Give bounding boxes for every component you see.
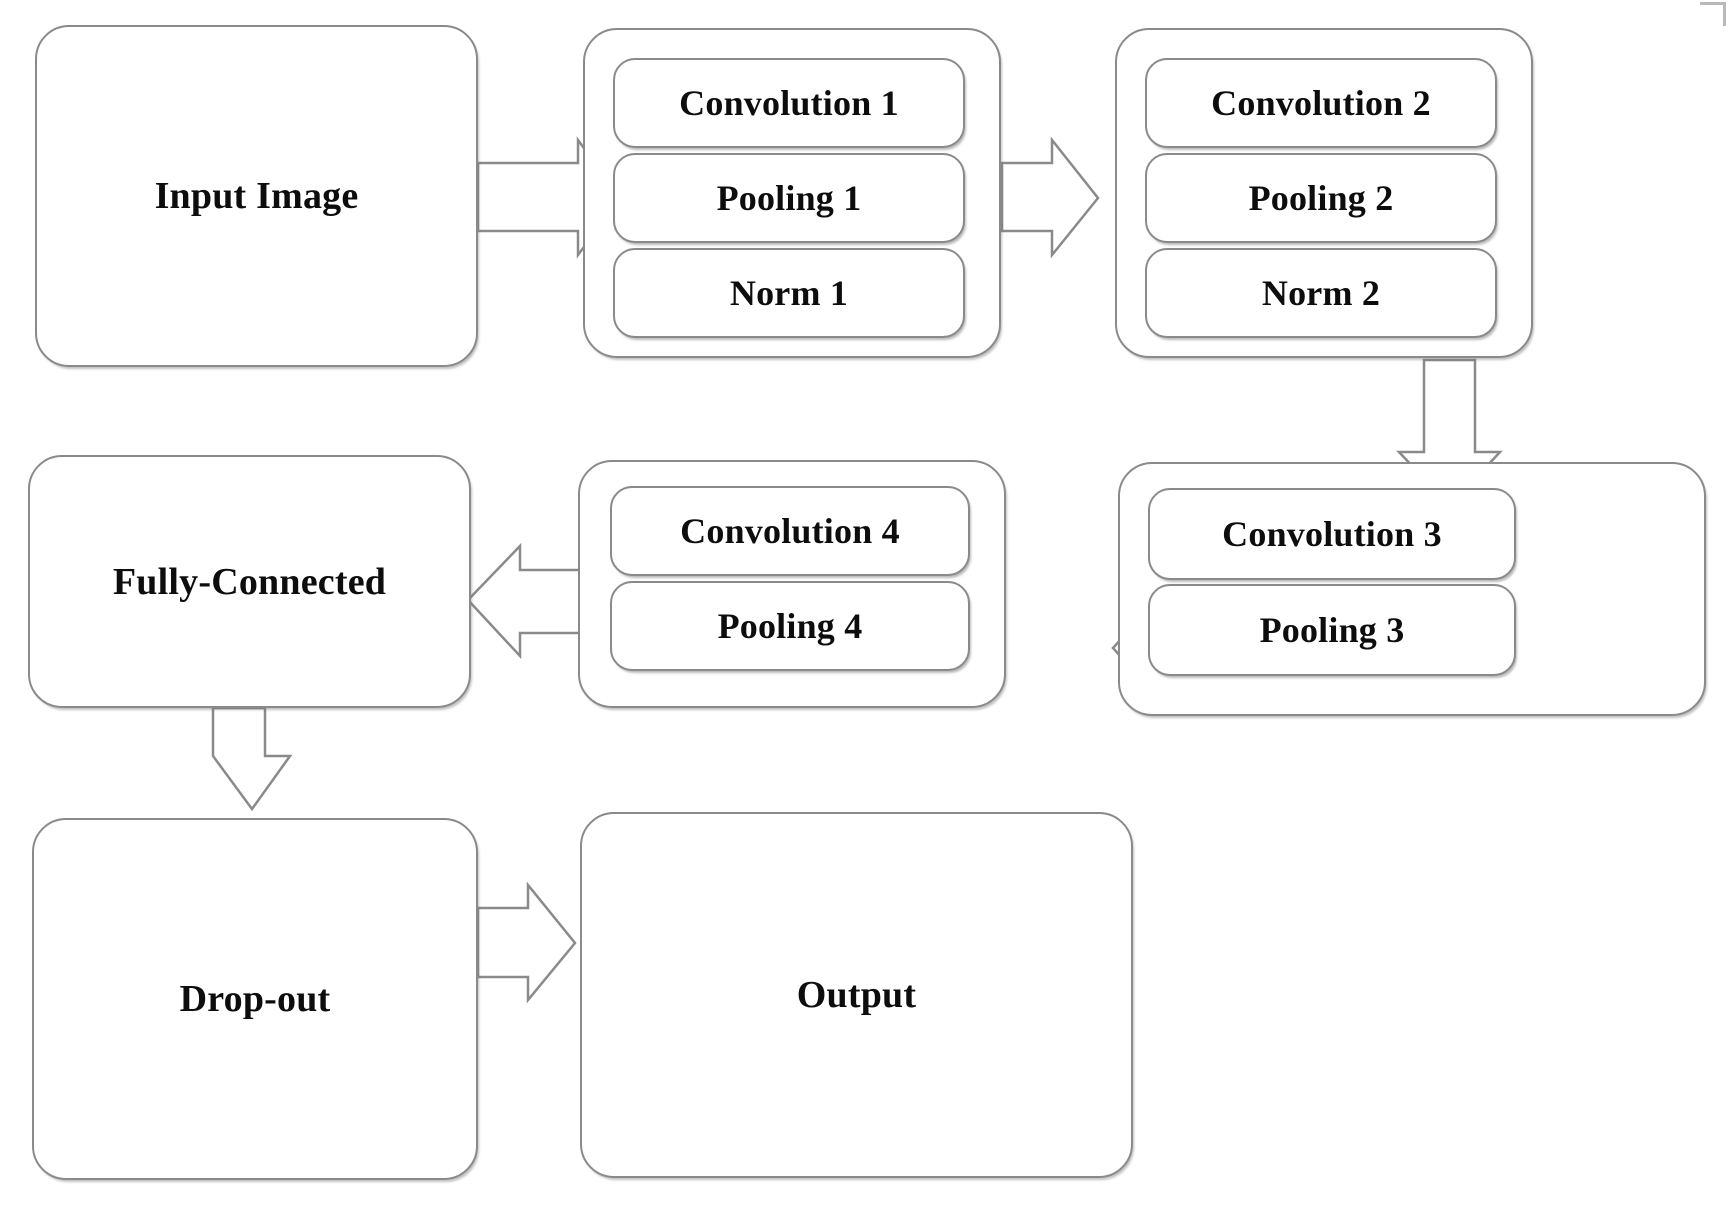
- node-input-image[interactable]: Input Image: [35, 25, 478, 367]
- group-block-1[interactable]: Convolution 1 Pooling 1 Norm 1: [583, 28, 1001, 358]
- group-block-3[interactable]: Convolution 3 Pooling 3: [1118, 462, 1706, 716]
- sub-box-pooling-3[interactable]: Pooling 3: [1148, 584, 1516, 676]
- node-fully-connected[interactable]: Fully-Connected: [28, 455, 471, 708]
- corner-artifact-mark: [1700, 2, 1726, 26]
- sub-box-convolution-3[interactable]: Convolution 3: [1148, 488, 1516, 580]
- sub-box-convolution-4-label: Convolution 4: [680, 511, 900, 551]
- sub-box-pooling-2[interactable]: Pooling 2: [1145, 153, 1497, 243]
- node-output[interactable]: Output: [580, 812, 1133, 1178]
- node-drop-out[interactable]: Drop-out: [32, 818, 478, 1180]
- sub-box-norm-2-label: Norm 2: [1261, 273, 1381, 313]
- sub-box-pooling-1[interactable]: Pooling 1: [613, 153, 965, 243]
- group-block-4[interactable]: Convolution 4 Pooling 4: [578, 460, 1006, 708]
- node-fully-connected-label: Fully-Connected: [112, 560, 387, 603]
- sub-box-convolution-1[interactable]: Convolution 1: [613, 58, 965, 148]
- sub-box-norm-1[interactable]: Norm 1: [613, 248, 965, 338]
- sub-box-convolution-2-label: Convolution 2: [1211, 83, 1431, 123]
- sub-box-pooling-4-label: Pooling 4: [717, 606, 863, 646]
- sub-box-norm-2[interactable]: Norm 2: [1145, 248, 1497, 338]
- sub-box-convolution-4[interactable]: Convolution 4: [610, 486, 970, 576]
- group-block-2[interactable]: Convolution 2 Pooling 2 Norm 2: [1115, 28, 1533, 358]
- arrow-block1-to-block2: [1000, 136, 1100, 259]
- node-output-label: Output: [796, 974, 917, 1016]
- node-input-image-label: Input Image: [154, 175, 359, 217]
- sub-box-pooling-3-label: Pooling 3: [1259, 610, 1405, 650]
- sub-box-convolution-3-label: Convolution 3: [1222, 514, 1442, 554]
- sub-box-norm-1-label: Norm 1: [729, 273, 849, 313]
- sub-box-pooling-4[interactable]: Pooling 4: [610, 581, 970, 671]
- sub-box-pooling-2-label: Pooling 2: [1248, 178, 1394, 218]
- sub-box-pooling-1-label: Pooling 1: [716, 178, 862, 218]
- arrow-fullyconnected-to-dropout: [211, 706, 293, 812]
- sub-box-convolution-1-label: Convolution 1: [679, 83, 899, 123]
- sub-box-convolution-2[interactable]: Convolution 2: [1145, 58, 1497, 148]
- arrow-dropout-to-output: [476, 881, 577, 1004]
- node-drop-out-label: Drop-out: [179, 978, 331, 1020]
